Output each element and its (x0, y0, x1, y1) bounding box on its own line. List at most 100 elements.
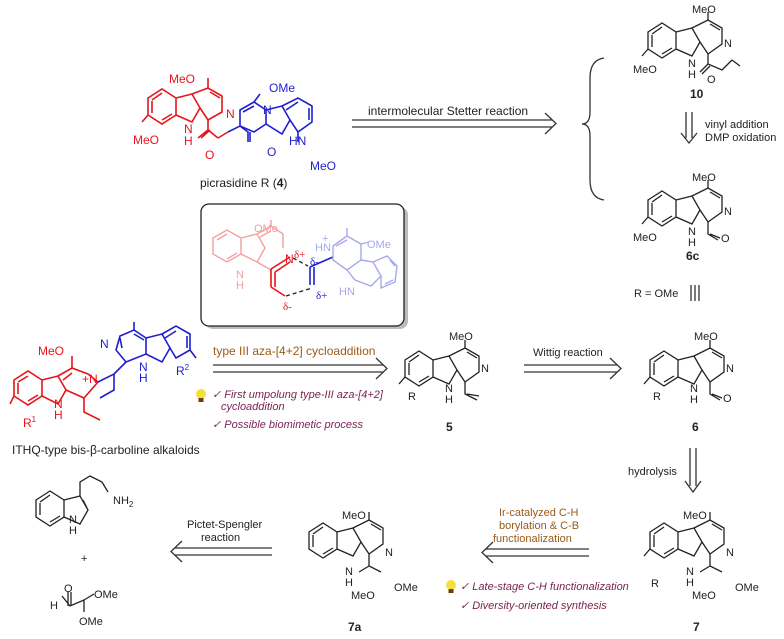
label-n: N (54, 397, 63, 411)
label-n-plus: +N (82, 372, 98, 386)
label-n: N (724, 38, 732, 50)
label-n: N (726, 363, 734, 375)
reaction-label: functionalization (493, 533, 572, 545)
label-meo: MeO (351, 590, 375, 602)
label-meo: MeO (342, 510, 366, 522)
label-h: H (69, 525, 77, 537)
reaction-label: reaction (201, 532, 240, 544)
compound-7: MeO N N H R MeO OMe 7 (643, 510, 759, 634)
label-n: N (139, 360, 148, 374)
compound-6: MeO N N H R O 6 (643, 331, 734, 434)
label-n: N (726, 547, 734, 559)
reaction-label: Ir-catalyzed C-H (499, 507, 579, 519)
label-h: H (688, 237, 696, 249)
equality-r-ome: R = OMe (634, 285, 700, 301)
brace (581, 57, 605, 201)
highlight-text: ✓ First umpolung type-III aza-[4+2] (212, 389, 384, 401)
arrow-vinyl-addition: vinyl addition DMP oxidation (680, 112, 776, 145)
label-o: O (723, 393, 732, 405)
partial-charge: δ- (283, 301, 292, 313)
compound-10: MeO MeO N N H O 10 (633, 4, 741, 101)
arrow-wittig: Wittig reaction (524, 347, 622, 380)
highlights-aza: ✓ First umpolung type-III aza-[4+2] cycl… (196, 389, 384, 431)
label-hn: HN (289, 134, 306, 148)
label-ome: OMe (269, 81, 295, 95)
label-meo: MeO (38, 344, 64, 358)
label-h: H (139, 371, 148, 385)
label-ome: OMe (367, 239, 391, 251)
compound-name: picrasidine R (4) (200, 176, 287, 190)
label-n: N (184, 122, 193, 136)
label-n: N (69, 514, 77, 526)
label-n: N (686, 566, 694, 578)
arrow-hydrolysis: hydrolysis (628, 448, 702, 494)
label-h: H (50, 600, 58, 612)
label-r: R (653, 391, 661, 403)
label-plus: + (322, 233, 328, 245)
highlights-ir: ✓ Late-stage C-H functionalization ✓ Div… (446, 580, 629, 612)
label-nh2: NH2 (113, 495, 134, 509)
label-meo: MeO (692, 590, 716, 602)
label-n: N (226, 107, 235, 121)
highlight-text: ✓ Possible biomimetic process (212, 419, 364, 431)
label-n: N (690, 383, 698, 395)
highlight-text: ✓ Late-stage C-H functionalization (460, 581, 629, 593)
label-o: O (205, 148, 214, 162)
label-n: N (385, 547, 393, 559)
reaction-label: Pictet-Spengler (187, 519, 263, 531)
reaction-label: Wittig reaction (533, 347, 603, 359)
plus-sign: + (81, 553, 87, 565)
label-meo: MeO (633, 232, 657, 244)
label-h: H (345, 577, 353, 589)
label-meo: MeO (683, 510, 707, 522)
reaction-label: hydrolysis (628, 466, 677, 478)
compound-7a: MeO N N H MeO OMe 7a (308, 510, 418, 634)
arrow-stetter: intermolecular Stetter reaction (352, 104, 557, 135)
label-n: N (724, 206, 732, 218)
reaction-label: borylation & C-B (499, 520, 579, 532)
label-r: R (408, 391, 416, 403)
label-n: N (100, 337, 109, 351)
label-o: O (707, 74, 716, 86)
compound-dimethoxyacetaldehyde: O H OMe OMe (50, 583, 118, 628)
arrow-ir-borylation: Ir-catalyzed C-H borylation & C-B functi… (481, 507, 589, 564)
label-h: H (54, 408, 63, 422)
reaction-label: R = OMe (634, 288, 678, 300)
label-hn: HN (339, 286, 355, 298)
partial-charge: δ+ (294, 249, 305, 261)
label-meo: MeO (692, 172, 716, 184)
label-n: N (445, 383, 453, 395)
label-h: H (686, 577, 694, 589)
compound-number: 5 (446, 420, 453, 434)
compound-6c: MeO MeO N N H O 6c (633, 172, 732, 263)
lightbulb-icon (196, 389, 206, 402)
compound-number: 7 (693, 620, 700, 634)
transition-state-box: OMe N δ+ N H HN + OMe δ- δ+ δ- HN (200, 203, 408, 329)
reaction-label: type III aza-[4+2] cycloaddition (213, 344, 375, 358)
label-n: N (236, 269, 244, 281)
highlight-text: ✓ Diversity-oriented synthesis (460, 600, 607, 612)
label-o: O (64, 583, 73, 595)
label-n: N (688, 226, 696, 238)
compound-number: 10 (690, 87, 704, 101)
compound-number: 6 (692, 420, 699, 434)
label-h: H (445, 394, 453, 406)
highlight-text: cycloaddition (221, 401, 285, 413)
label-meo: MeO (449, 331, 473, 343)
lightbulb-icon (446, 580, 456, 593)
reaction-label: DMP oxidation (705, 132, 776, 144)
compound-number: 7a (348, 620, 362, 634)
label-meo: MeO (310, 159, 336, 173)
label-h: H (184, 134, 193, 148)
arrow-aza-cycloaddition: type III aza-[4+2] cycloaddition (213, 344, 388, 380)
label-meo: MeO (169, 72, 195, 86)
compound-picrasidine-r: MeO MeO N H N O OMe N HN O MeO picrasidi… (133, 72, 336, 190)
label-n: N (481, 363, 489, 375)
label-o: O (721, 233, 730, 245)
label-n: N (263, 103, 272, 117)
label-h: H (690, 394, 698, 406)
compound-name: ITHQ-type bis-β-carboline alkaloids (12, 443, 200, 457)
label-meo: MeO (692, 4, 716, 16)
label-meo: MeO (694, 331, 718, 343)
